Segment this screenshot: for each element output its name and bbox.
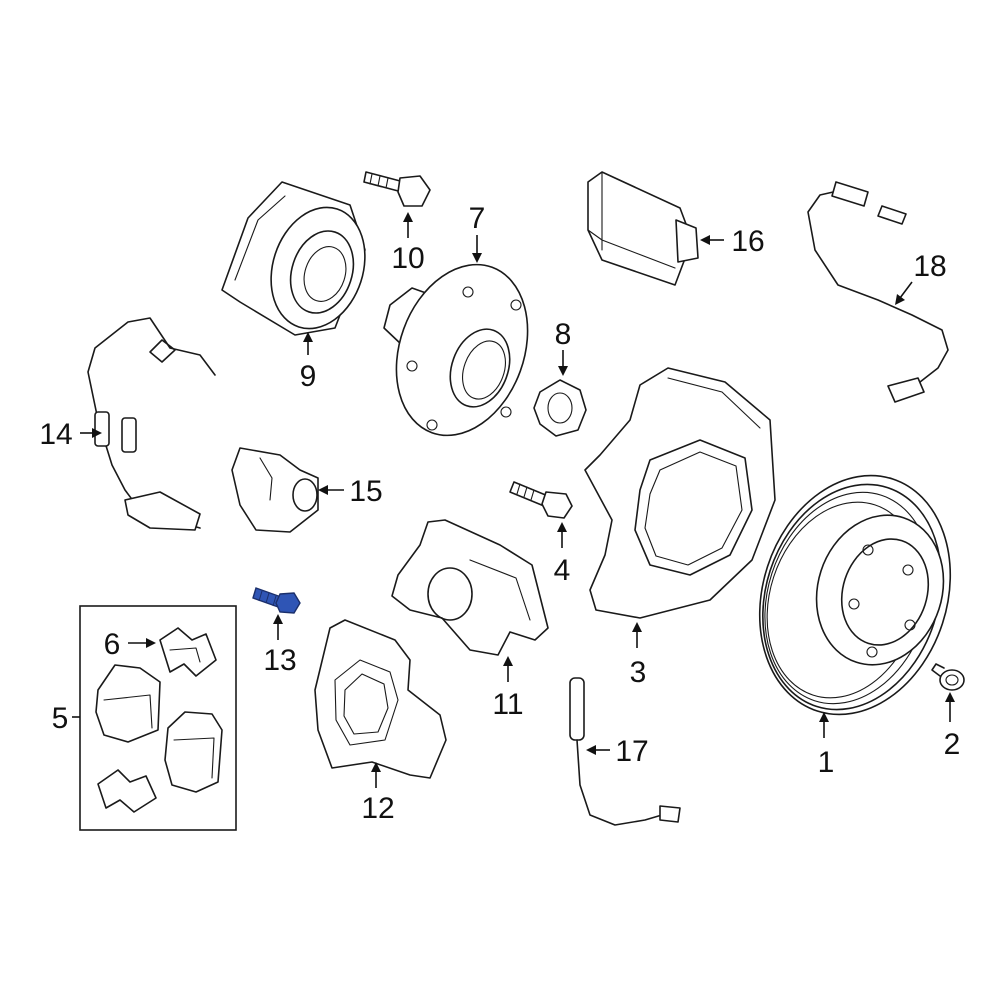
part-17-speed-sensor[interactable] (569, 677, 681, 826)
callout-1: 1 (818, 746, 835, 779)
callout-11: 11 (492, 688, 523, 721)
part-13-caliper-bolt[interactable] (252, 587, 301, 614)
callout-7: 7 (469, 202, 486, 235)
callout-17: 17 (615, 735, 648, 768)
part-3-dust-shield[interactable] (584, 367, 776, 619)
callout-8: 8 (555, 318, 572, 351)
part-5-brake-pad-kit[interactable] (79, 605, 237, 831)
callout-13: 13 (263, 644, 296, 677)
part-6-pad-clips[interactable] (159, 627, 217, 677)
callout-numbers: 1 2 3 4 5 6 7 8 9 10 11 12 13 14 15 16 1… (39, 202, 960, 825)
callout-5: 5 (52, 702, 69, 735)
part-15-caliper-actuator[interactable] (231, 447, 319, 533)
part-10-bolt[interactable] (363, 171, 431, 207)
callout-9: 9 (300, 360, 317, 393)
part-16-control-module[interactable] (587, 171, 699, 286)
callout-12: 12 (361, 792, 394, 825)
part-2-rotor-screw[interactable] (931, 663, 965, 691)
callout-16: 16 (731, 225, 764, 258)
callout-2: 2 (944, 728, 961, 761)
callout-14: 14 (39, 418, 72, 451)
part-1-brake-rotor[interactable] (730, 451, 980, 740)
callout-18: 18 (913, 250, 946, 283)
part-8-axle-nut[interactable] (533, 379, 587, 437)
part-4-bolt[interactable] (509, 481, 573, 519)
part-12-brake-caliper[interactable] (314, 619, 447, 779)
callout-15: 15 (349, 475, 382, 508)
part-14-wear-sensor[interactable] (87, 317, 216, 531)
part-18-sensor-cable[interactable] (807, 181, 949, 403)
callout-6: 6 (104, 628, 121, 661)
part-11-caliper-bracket[interactable] (391, 519, 549, 656)
part-7-wheel-hub[interactable] (374, 246, 551, 454)
callout-4: 4 (554, 554, 571, 587)
callout-10: 10 (391, 242, 424, 275)
callout-leaders (72, 212, 955, 788)
callout-3: 3 (630, 656, 647, 689)
part-9-wheel-bearing[interactable] (221, 181, 380, 341)
